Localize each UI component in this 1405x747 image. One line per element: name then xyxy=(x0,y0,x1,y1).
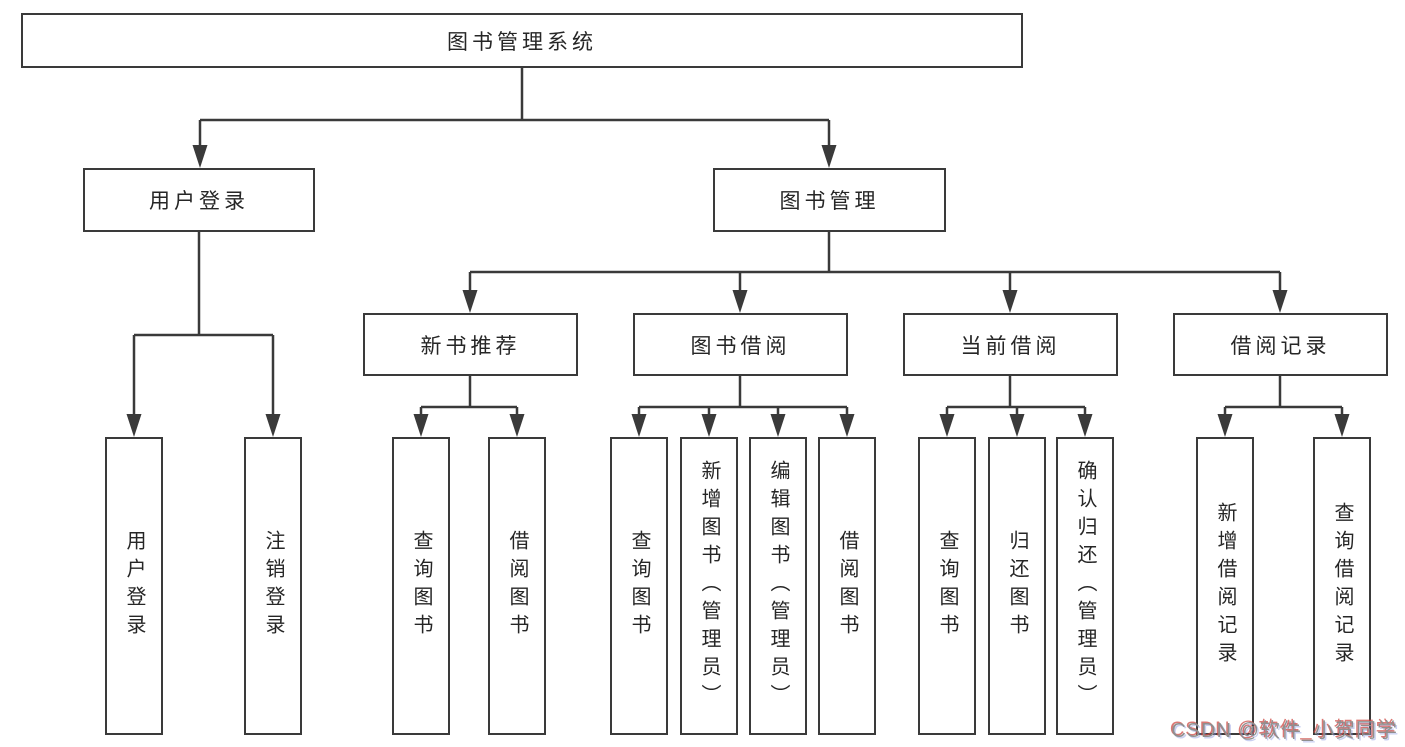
node-book-management: 图书管理 xyxy=(713,168,946,232)
node-new-book-recommendation: 新书推荐 xyxy=(363,313,578,376)
leaf-query-books-current-label: 查询图书 xyxy=(936,530,958,642)
leaf-logout: 注销登录 xyxy=(244,437,302,735)
node-current-borrowing: 当前借阅 xyxy=(903,313,1118,376)
leaf-query-books-borrowing-label: 查询图书 xyxy=(628,530,650,642)
leaf-query-borrow-record: 查询借阅记录 xyxy=(1313,437,1371,735)
leaf-add-borrow-record-label: 新增借阅记录 xyxy=(1214,502,1236,670)
leaf-return-books: 归还图书 xyxy=(988,437,1046,735)
leaf-add-borrow-record: 新增借阅记录 xyxy=(1196,437,1254,735)
node-library-management-system: 图书管理系统 xyxy=(21,13,1023,68)
leaf-query-books-recommend: 查询图书 xyxy=(392,437,450,735)
leaf-edit-book-admin-label: 编辑图书（管理员） xyxy=(767,460,789,712)
leaf-confirm-return-admin-label: 确认归还（管理员） xyxy=(1074,460,1096,712)
leaf-borrow-books-borrowing: 借阅图书 xyxy=(818,437,876,735)
leaf-add-book-admin: 新增图书（管理员） xyxy=(680,437,738,735)
leaf-query-books-current: 查询图书 xyxy=(918,437,976,735)
node-library-management-system-label: 图书管理系统 xyxy=(447,30,597,54)
node-user-login-label: 用户登录 xyxy=(149,190,249,213)
leaf-query-borrow-record-label: 查询借阅记录 xyxy=(1331,502,1353,670)
leaf-edit-book-admin: 编辑图书（管理员） xyxy=(749,437,807,735)
leaf-return-books-label: 归还图书 xyxy=(1006,530,1028,642)
leaf-user-login-label: 用户登录 xyxy=(123,530,145,642)
leaf-user-login: 用户登录 xyxy=(105,437,163,735)
node-borrowing-records: 借阅记录 xyxy=(1173,313,1388,376)
leaf-borrow-books-borrowing-label: 借阅图书 xyxy=(836,530,858,642)
leaf-confirm-return-admin: 确认归还（管理员） xyxy=(1056,437,1114,735)
leaf-add-book-admin-label: 新增图书（管理员） xyxy=(698,460,720,712)
leaf-borrow-books-recommend: 借阅图书 xyxy=(488,437,546,735)
csdn-watermark: CSDN @软件_小贺同学 xyxy=(1171,720,1398,742)
node-book-borrowing-label: 图书借阅 xyxy=(690,334,791,358)
node-borrowing-records-label: 借阅记录 xyxy=(1230,334,1331,358)
node-user-login: 用户登录 xyxy=(83,168,315,232)
leaf-query-books-borrowing: 查询图书 xyxy=(610,437,668,735)
node-book-borrowing: 图书借阅 xyxy=(633,313,848,376)
leaf-borrow-books-recommend-label: 借阅图书 xyxy=(506,530,528,642)
node-current-borrowing-label: 当前借阅 xyxy=(960,334,1061,358)
node-new-book-recommendation-label: 新书推荐 xyxy=(420,334,521,358)
node-book-management-label: 图书管理 xyxy=(779,190,880,213)
leaf-logout-label: 注销登录 xyxy=(262,530,284,642)
leaf-query-books-recommend-label: 查询图书 xyxy=(410,530,432,642)
